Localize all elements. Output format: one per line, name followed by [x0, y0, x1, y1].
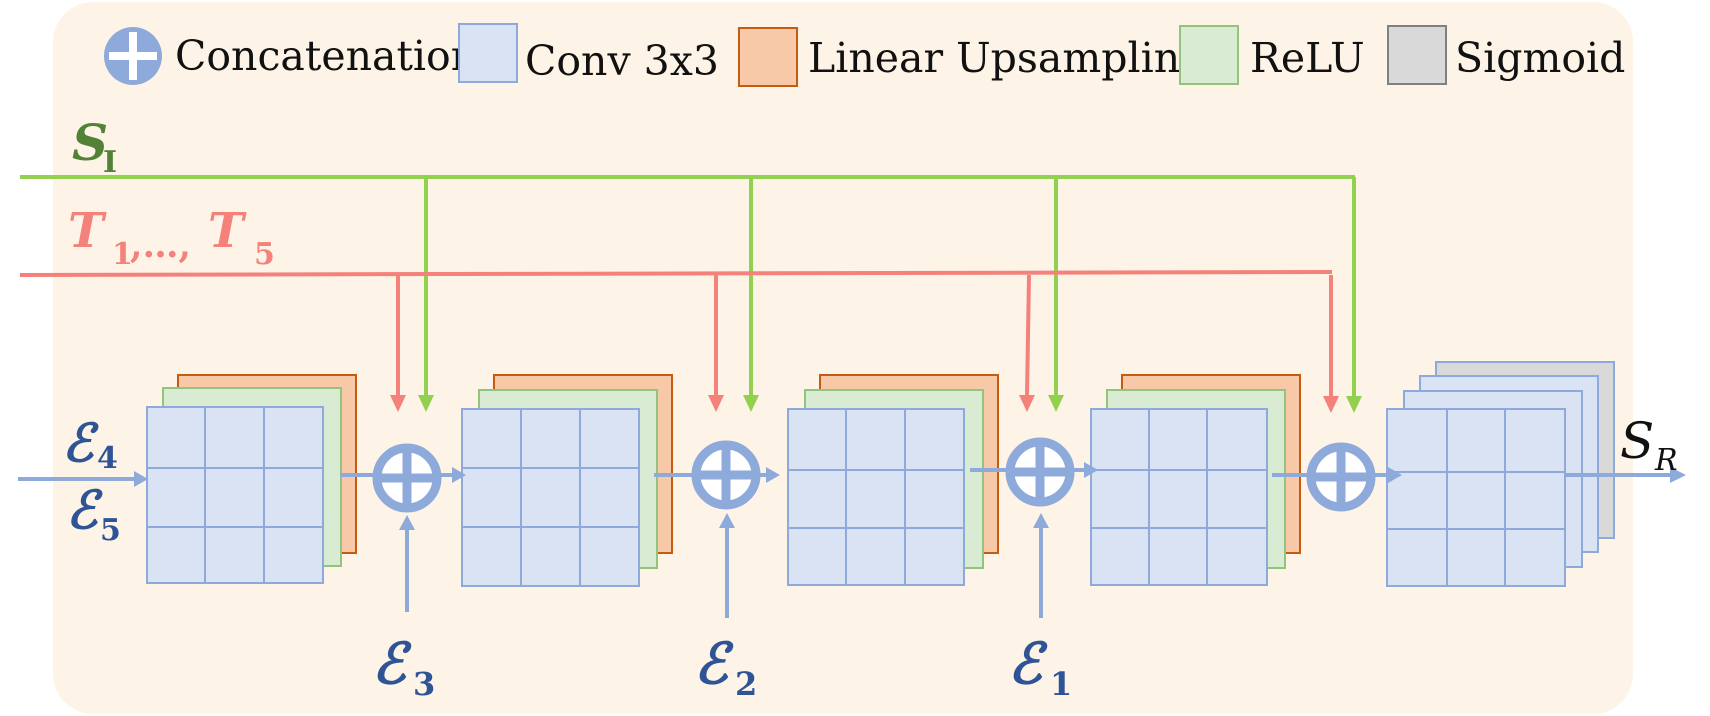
- skip-label-e2: ℰ 2: [694, 631, 757, 703]
- s-input-arrowheads: [418, 395, 1362, 413]
- upsample-swatch: [738, 27, 798, 87]
- svg-text:ℰ: ℰ: [66, 480, 103, 541]
- decoder-block-3: [787, 374, 999, 586]
- svg-text:T: T: [208, 203, 247, 259]
- concat-node-4: [1306, 442, 1376, 512]
- legend-label-relu: ReLU: [1250, 34, 1365, 82]
- skip-arrowheads: [399, 513, 1049, 530]
- t-input-label: T 1 ,…, T 5: [68, 203, 275, 272]
- svg-text:5: 5: [254, 237, 275, 272]
- conv-swatch: [458, 23, 518, 83]
- svg-text:ℰ: ℰ: [1008, 631, 1048, 697]
- svg-text:3: 3: [413, 665, 435, 703]
- t-input-lines: [19, 270, 1333, 396]
- decoder-block-1: [146, 374, 357, 584]
- input-label-e5: ℰ 5: [66, 480, 121, 548]
- svg-text:1: 1: [1050, 665, 1072, 703]
- t-input-arrowheads: [390, 395, 1339, 413]
- svg-text:5: 5: [100, 513, 121, 548]
- svg-text:S: S: [1620, 412, 1654, 470]
- svg-text:S: S: [72, 113, 108, 172]
- skip-label-e1: ℰ 1: [1008, 631, 1072, 703]
- legend-label-concatenation: Concatenation: [175, 32, 477, 80]
- decoder-block-4: [1090, 374, 1301, 586]
- legend-label-upsampling: Linear Upsampling: [808, 34, 1206, 82]
- input-label-e4: ℰ 4: [62, 413, 118, 476]
- svg-text:ℰ: ℰ: [372, 631, 412, 697]
- svg-text:R: R: [1654, 443, 1678, 478]
- s-input-label: S I: [72, 113, 117, 180]
- concat-icon: [104, 27, 162, 85]
- concat-node-3: [1005, 437, 1075, 507]
- svg-text:ℰ: ℰ: [62, 413, 99, 474]
- concat-node-1: [372, 443, 442, 513]
- legend: Concatenation Conv 3x3 Linear Upsampling…: [104, 23, 1625, 87]
- svg-text:T: T: [68, 203, 107, 259]
- flow-arrowheads: [134, 462, 1686, 487]
- relu-swatch: [1179, 25, 1239, 85]
- skip-label-e3: ℰ 3: [372, 631, 435, 703]
- background-panel: [53, 2, 1633, 714]
- concat-node-2: [691, 440, 761, 510]
- svg-text:I: I: [103, 145, 117, 180]
- svg-text:2: 2: [735, 665, 757, 703]
- svg-text:ℰ: ℰ: [694, 631, 734, 697]
- sigmoid-swatch: [1387, 25, 1447, 85]
- svg-text:4: 4: [97, 441, 118, 476]
- skip-arrows: [405, 528, 1043, 618]
- decoder-block-2: [461, 374, 673, 587]
- svg-text:,…,: ,…,: [130, 224, 191, 266]
- output-label: S R: [1620, 412, 1678, 478]
- legend-label-sigmoid: Sigmoid: [1455, 34, 1625, 82]
- svg-text:1: 1: [112, 237, 133, 272]
- legend-label-conv: Conv 3x3: [525, 37, 719, 85]
- s-input-lines: [20, 175, 1356, 396]
- output-block: [1386, 361, 1615, 587]
